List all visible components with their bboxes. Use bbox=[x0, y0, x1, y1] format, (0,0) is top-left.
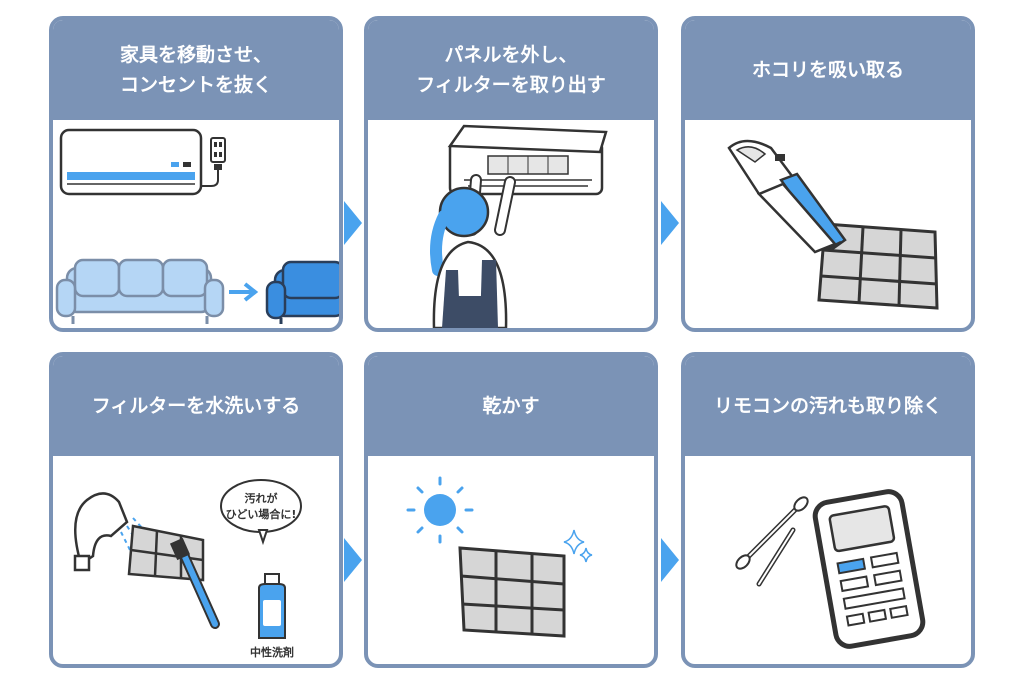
step-header: フィルターを水洗いする bbox=[53, 356, 339, 456]
bubble-line-2: ひどい場合に! bbox=[226, 507, 297, 521]
bottle-label: 中性洗剤 bbox=[250, 645, 294, 659]
step-header: ホコリを吸い取る bbox=[685, 20, 971, 120]
next-arrow bbox=[344, 201, 362, 245]
step-header: 乾かす bbox=[368, 356, 654, 456]
step-header: リモコンの汚れも取り除く bbox=[685, 356, 971, 456]
step-card-1: 家具を移動させ、 コンセントを抜く bbox=[49, 16, 343, 332]
step-header: パネルを外し、 フィルターを取り出す bbox=[368, 20, 654, 120]
step-title: フィルターを水洗いする bbox=[91, 395, 301, 417]
step-title: ホコリを吸い取る bbox=[751, 59, 904, 81]
step-card-2: パネルを外し、 フィルターを取り出す bbox=[364, 16, 658, 332]
aircon-outlet-sofa-icon bbox=[55, 128, 339, 324]
step-header: 家具を移動させ、 コンセントを抜く bbox=[53, 20, 339, 120]
step-title: リモコンの汚れも取り除く bbox=[713, 395, 942, 417]
step-card-6: リモコンの汚れも取り除く bbox=[681, 352, 975, 668]
step-title: 乾かす bbox=[482, 395, 540, 417]
next-arrow bbox=[344, 538, 362, 582]
sun-drying-filter-icon bbox=[406, 476, 593, 638]
person-opening-aircon-icon bbox=[430, 124, 608, 328]
step-card-3: ホコリを吸い取る bbox=[681, 16, 975, 332]
step-card-4: フィルターを水洗いする 汚れが ひどい場合に! 中性洗剤 bbox=[49, 352, 343, 668]
next-arrow bbox=[661, 201, 679, 245]
bubble-line-1: 汚れが bbox=[245, 491, 278, 505]
step-title: 家具を移動させ、 コンセントを抜く bbox=[119, 44, 272, 96]
step-title: パネルを外し、 フィルターを取り出す bbox=[416, 44, 606, 96]
next-arrow bbox=[661, 538, 679, 582]
handheld-vacuum-filter-icon bbox=[727, 139, 939, 310]
step-card-5: 乾かす bbox=[364, 352, 658, 668]
remote-cotton-swab-icon bbox=[735, 489, 926, 649]
shower-brush-detergent-icon: 汚れが ひどい場合に! 中性洗剤 bbox=[73, 479, 302, 659]
